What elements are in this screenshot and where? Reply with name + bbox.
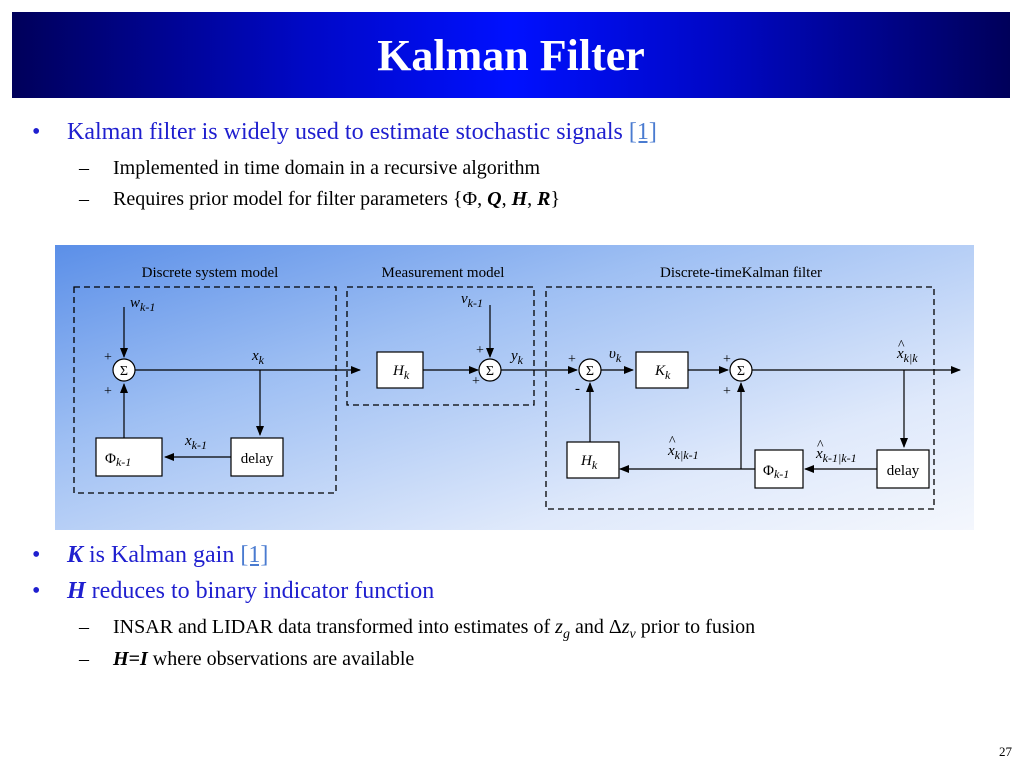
bullet-text: is Kalman gain xyxy=(83,542,241,568)
symbol-g: g xyxy=(562,627,570,642)
h-block-measurement: Hk xyxy=(376,351,424,389)
sub-bullet-text: where observations are available xyxy=(147,648,415,670)
system-model-box xyxy=(73,286,337,494)
measurement-summing-junction: Σ xyxy=(478,358,502,382)
sub-bullet-text: Requires prior model for filter paramete… xyxy=(113,188,463,210)
param-q: Q xyxy=(487,188,502,210)
symbol-v: v xyxy=(629,627,636,642)
label-x-k: xk xyxy=(251,348,265,367)
svg-text:Φk-1: Φk-1 xyxy=(105,451,131,469)
bullet-k-symbol: K xyxy=(67,542,84,568)
param-h: H xyxy=(511,188,528,210)
system-summing-junction: Σ xyxy=(112,358,136,382)
sub-bullet-text: INSAR and LIDAR data transformed into es… xyxy=(113,616,556,638)
param-close: } xyxy=(550,188,561,210)
filter-summing-junction-1: Σ xyxy=(578,358,602,382)
svg-text:Φk-1: Φk-1 xyxy=(763,463,789,481)
section-label-system: Discrete system model xyxy=(142,265,279,281)
plus-sign: + xyxy=(568,352,576,367)
sub-bullet-text-end: prior to fusion xyxy=(635,616,756,638)
svg-text:Hk: Hk xyxy=(580,453,598,472)
sub-bullet-dash: – xyxy=(79,616,89,638)
h-block-filter: Hk xyxy=(566,441,620,479)
symbol-delta: Δ xyxy=(608,616,622,638)
param-phi: Φ xyxy=(462,188,478,210)
bullet-h-symbol: H xyxy=(67,578,86,604)
filter-delay-block: delay xyxy=(876,449,930,489)
svg-text:Σ: Σ xyxy=(737,364,745,379)
param-r: R xyxy=(537,188,551,210)
svg-text:^: ^ xyxy=(669,434,676,449)
word-and: and xyxy=(569,616,609,638)
section-label-filter: Discrete-timeKalman filter xyxy=(660,265,822,281)
label-upsilon-k: υk xyxy=(609,346,622,365)
svg-text:delay: delay xyxy=(241,451,274,467)
section-label-measurement: Measurement model xyxy=(382,265,505,281)
diagram-svg: Discrete system model Measurement model … xyxy=(73,265,961,510)
svg-text:Σ: Σ xyxy=(120,364,128,379)
page-number: 27 xyxy=(999,744,1012,759)
phi-block-filter: Φk-1 xyxy=(754,449,804,489)
svg-text:^: ^ xyxy=(817,438,824,453)
svg-text:^: ^ xyxy=(898,338,905,353)
reference-link-1[interactable]: [1] xyxy=(240,542,269,568)
plus-sign: + xyxy=(723,352,731,367)
title-bar: Kalman Filter xyxy=(12,12,1010,98)
slide-title: Kalman Filter xyxy=(377,30,645,80)
kalman-block-diagram: Discrete system model Measurement model … xyxy=(55,245,974,530)
bullet-text: Kalman filter is widely used to estimate… xyxy=(67,119,623,145)
sub-bullet-dash: – xyxy=(79,188,89,210)
label-x-hat-k-k-1: ^ xk|k-1 xyxy=(667,434,699,462)
plus-sign: + xyxy=(723,384,731,399)
bullet-dot: • xyxy=(32,119,41,145)
expr-h-equals-i: H=I xyxy=(113,648,148,670)
plus-sign: + xyxy=(476,343,484,358)
plus-sign: + xyxy=(472,374,480,389)
svg-text:xk|k-1: xk|k-1 xyxy=(667,443,699,462)
bullet-dot: • xyxy=(32,542,41,568)
kalman-filter-box xyxy=(545,286,935,510)
system-delay-block: delay xyxy=(230,437,284,477)
reference-link-1[interactable]: [1] xyxy=(628,119,657,145)
sub-bullet-dash: – xyxy=(79,648,89,670)
filter-summing-junction-2: Σ xyxy=(729,358,753,382)
sub-bullet-text: Implemented in time domain in a recursiv… xyxy=(113,157,541,179)
svg-text:Kk: Kk xyxy=(654,363,671,382)
label-x-k-1: xk-1 xyxy=(184,433,207,452)
bullet-dot: • xyxy=(32,578,41,604)
symbol-z: z xyxy=(621,616,630,638)
minus-sign: - xyxy=(575,381,580,397)
plus-sign: + xyxy=(104,350,112,365)
kalman-gain-block: Kk xyxy=(635,351,689,389)
sub-bullet-dash: – xyxy=(79,157,89,179)
label-x-hat-k-1-k-1: ^ xk-1|k-1 xyxy=(815,438,857,465)
svg-text:xk-1|k-1: xk-1|k-1 xyxy=(815,446,857,465)
label-y-k: yk xyxy=(509,348,524,367)
measurement-model-box xyxy=(346,286,535,406)
plus-sign: + xyxy=(104,384,112,399)
svg-text:Σ: Σ xyxy=(586,364,594,379)
label-x-hat-k-k: ^ xk|k xyxy=(896,338,918,365)
svg-text:Σ: Σ xyxy=(486,364,494,379)
label-w-k-1: wk-1 xyxy=(130,295,155,314)
phi-block-system: Φk-1 xyxy=(95,437,163,477)
svg-text:Hk: Hk xyxy=(392,363,410,382)
label-v-k-1: vk-1 xyxy=(461,291,483,310)
svg-text:xk|k: xk|k xyxy=(896,346,918,365)
svg-text:delay: delay xyxy=(887,463,920,479)
symbol-z: z xyxy=(555,616,563,638)
bullet-text: reduces to binary indicator function xyxy=(85,578,435,604)
